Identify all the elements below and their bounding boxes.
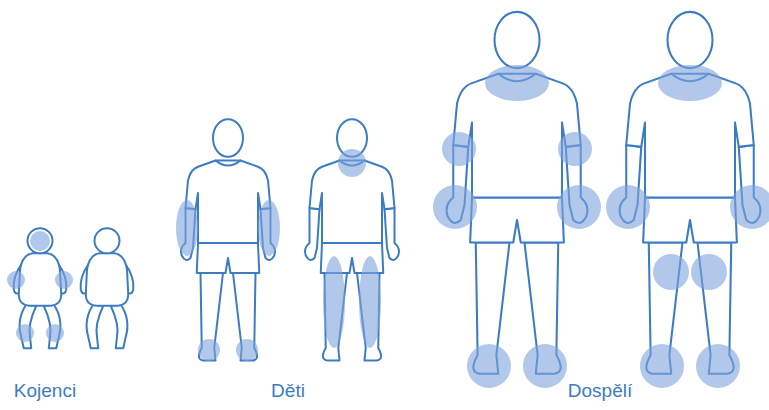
affected-area [523,344,567,388]
affected-area [176,200,198,256]
affected-area [433,185,477,229]
infant-front [14,228,67,348]
affected-area [323,256,345,348]
affected-area [653,254,689,290]
affected-area [730,185,769,229]
affected-area [557,185,601,229]
affected-area [640,344,684,388]
affected-area [236,339,258,361]
affected-area [16,324,34,342]
affected-area [658,65,722,101]
affected-area [46,324,64,342]
affected-area [485,65,549,101]
affected-area [691,254,727,290]
affected-area [7,271,25,289]
group-label: Dospělí [568,380,632,402]
affected-area [258,200,280,256]
affected-area [558,132,592,166]
affected-area [606,185,650,229]
affected-area [30,231,50,251]
affected-area [338,149,366,177]
group-label: Děti [271,380,305,402]
child-back [305,119,399,360]
affected-area [55,271,73,289]
affected-area [467,344,511,388]
affected-area [696,344,740,388]
affected-area [442,132,476,166]
affected-area [359,256,381,348]
infant-back [81,228,134,348]
group-label: Kojenci [14,380,76,402]
affected-area [198,339,220,361]
